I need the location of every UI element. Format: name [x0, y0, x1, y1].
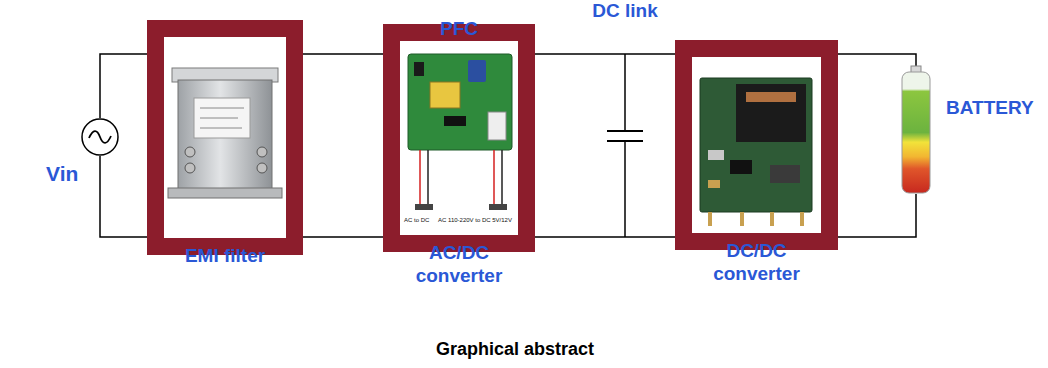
ac-source: Vin [81, 118, 119, 156]
chip-part [444, 116, 466, 126]
wire [303, 54, 383, 237]
filter-sticker [194, 98, 250, 138]
figure-caption: Graphical abstract [365, 338, 665, 360]
capacitor-lead [624, 54, 626, 131]
sticker-line [200, 118, 238, 119]
terminal-screw [257, 147, 267, 157]
lead-wire [493, 150, 495, 206]
terminal-screw [257, 163, 267, 173]
battery-symbol [900, 66, 932, 194]
smd-part [708, 180, 720, 188]
block-label: DC/DC converter [692, 239, 822, 285]
source-symbol [81, 118, 119, 156]
block-label: BATTERY [946, 96, 1034, 119]
pin [740, 212, 744, 226]
chip-part [730, 160, 752, 174]
inductor-part [770, 165, 800, 183]
block-label: EMI filter [160, 244, 290, 267]
converter-block: EMI filter [147, 20, 303, 255]
battery-body [902, 72, 930, 193]
wire [535, 54, 675, 237]
pcb-board [700, 78, 812, 212]
transformer-part [736, 84, 806, 142]
battery: BATTERY [900, 66, 932, 194]
pin [770, 212, 774, 226]
converter-block: DC/DC converter [675, 40, 838, 250]
pin [708, 212, 712, 226]
wire-end [489, 204, 507, 210]
capacitor-part [468, 60, 486, 82]
capacitor-lead [624, 141, 626, 237]
wire-end [415, 204, 433, 210]
capacitor-plate [607, 130, 643, 132]
terminal-screw [185, 147, 195, 157]
connector-part [488, 112, 506, 140]
chip-part [414, 62, 424, 76]
winding-part [746, 92, 796, 102]
transformer-part [430, 82, 460, 108]
block-heading: PFC [440, 17, 478, 40]
smd-part [708, 150, 724, 160]
lead-wire [501, 150, 503, 206]
filter-body [178, 80, 272, 190]
board-print: AC 110-220V to DC 5V/12V [438, 216, 512, 224]
filter-flange [168, 188, 282, 198]
sine-symbol [89, 131, 111, 143]
lead-wire [427, 150, 429, 206]
block-label: Vin [46, 162, 78, 185]
pcb-board [408, 54, 512, 150]
sticker-line [200, 108, 244, 109]
sticker-line [200, 128, 242, 129]
capacitor-plate [607, 140, 643, 142]
lead-wire [419, 150, 421, 206]
dc-link-label: DC link [585, 0, 665, 22]
block-label: AC/DC converter [394, 241, 524, 287]
terminal-screw [185, 163, 195, 173]
pin [800, 212, 804, 226]
board-print: AC to DC [404, 216, 429, 224]
source-circle [82, 119, 118, 155]
